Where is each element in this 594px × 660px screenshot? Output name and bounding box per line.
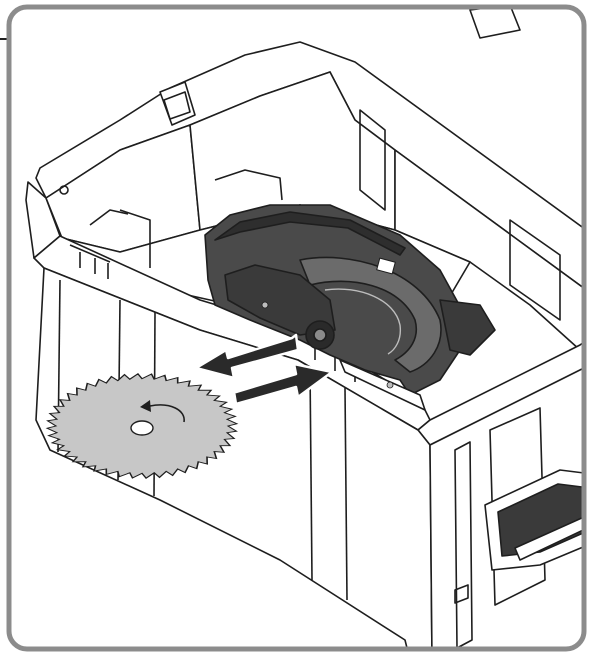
saw-blade-icon [45, 372, 239, 480]
front-rib-4 [344, 387, 348, 601]
saw-foot-plate [339, 359, 426, 411]
case-screw-hole [59, 185, 69, 195]
front-rib-3 [309, 367, 313, 581]
saw-front-handle [439, 299, 496, 356]
cavity-divider-1 [119, 209, 151, 268]
case-latch-lever [514, 511, 584, 561]
case-slot [454, 584, 469, 604]
arrow-right-icon [232, 362, 334, 406]
case-top-clip [469, 7, 521, 39]
saw-logo-badge [376, 257, 396, 275]
saw-motor-body [224, 264, 336, 336]
saw-blade-arbor-hole [130, 420, 154, 436]
illustration-frame [6, 4, 587, 652]
saw-arbor-nut [313, 328, 327, 342]
cavity-divider-3 [89, 209, 129, 226]
cavity-divider-2 [214, 169, 283, 201]
case-front-face [35, 267, 433, 649]
case-rear-handle-inner [163, 91, 191, 120]
case-insert-right [509, 219, 561, 321]
rotation-arrow-icon [140, 400, 185, 423]
rotation-arrow-head [140, 400, 151, 412]
side-rib-2 [454, 441, 473, 649]
saw-guard-inner-arc [324, 288, 402, 355]
arrow-left-icon [194, 333, 300, 380]
rim-rail-left [69, 244, 111, 279]
case-insert-back [359, 109, 386, 211]
arrow-insert-blade [232, 362, 334, 406]
arrow-remove-blade [194, 333, 300, 380]
saw-top-ridge [214, 211, 406, 256]
saw-screw-2 [386, 381, 394, 389]
rotation-arrow-arc [149, 404, 185, 423]
saw-screw-1 [261, 301, 269, 309]
circular-saw-icon [204, 204, 496, 411]
artwork [25, 7, 584, 649]
